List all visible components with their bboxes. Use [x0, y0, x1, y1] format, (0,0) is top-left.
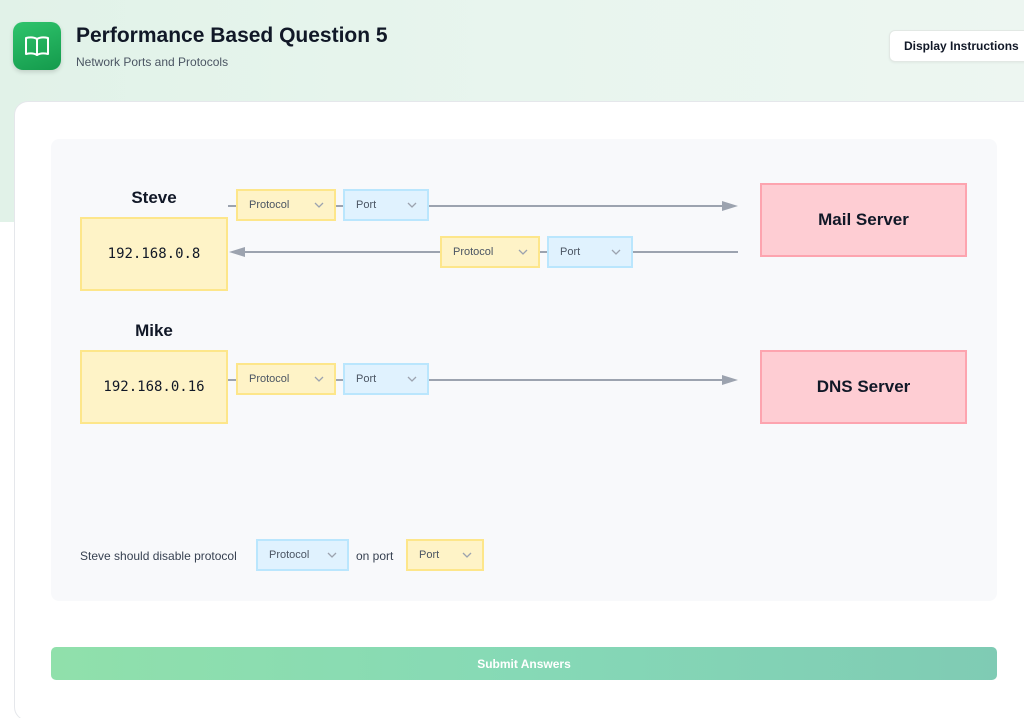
chevron-down-icon — [518, 249, 528, 255]
select-value: Port — [560, 246, 581, 258]
mail-to-steve-line — [244, 251, 441, 253]
chevron-down-icon — [314, 376, 324, 382]
select-value: Protocol — [249, 373, 290, 385]
connector-line — [633, 251, 738, 253]
disable-port-select[interactable]: Port — [406, 539, 484, 571]
page-subtitle: Network Ports and Protocols — [76, 55, 229, 69]
select-value: Port — [356, 199, 377, 211]
steve-outbound-port-select[interactable]: Port — [343, 189, 429, 221]
connector-line — [336, 205, 344, 207]
chevron-down-icon — [611, 249, 621, 255]
steve-label: Steve — [131, 188, 177, 207]
question-middle: on port — [356, 549, 394, 563]
select-value: Protocol — [269, 549, 310, 561]
connector-line — [228, 205, 238, 207]
steve-to-mail-line — [429, 205, 724, 207]
page-title: Performance Based Question 5 — [76, 24, 388, 47]
select-value: Port — [419, 549, 440, 561]
connector-line — [336, 379, 344, 381]
chevron-down-icon — [327, 552, 337, 558]
page-header: Performance Based Question 5 Network Por… — [0, 0, 1024, 100]
chevron-down-icon — [462, 552, 472, 558]
arrow-right-icon — [722, 201, 738, 211]
book-open-icon — [13, 22, 61, 70]
arrow-left-icon — [229, 247, 245, 257]
connector-line — [540, 251, 548, 253]
mike-outbound-port-select[interactable]: Port — [343, 363, 429, 395]
dns-server-box: DNS Server — [760, 350, 967, 424]
steve-inbound-protocol-select[interactable]: Protocol — [440, 236, 540, 268]
select-value: Port — [356, 373, 377, 385]
connector-line — [228, 379, 238, 381]
mike-to-dns-line — [429, 379, 724, 381]
submit-answers-button[interactable]: Submit Answers — [51, 647, 997, 680]
chevron-down-icon — [407, 376, 417, 382]
steve-outbound-protocol-select[interactable]: Protocol — [236, 189, 336, 221]
question-prefix: Steve should disable protocol — [80, 549, 237, 563]
chevron-down-icon — [407, 202, 417, 208]
select-value: Protocol — [453, 246, 494, 258]
steve-inbound-port-select[interactable]: Port — [547, 236, 633, 268]
steve-ip-box: 192.168.0.8 — [80, 217, 228, 291]
display-instructions-button[interactable]: Display Instructions — [889, 30, 1024, 62]
mike-label: Mike — [135, 321, 173, 340]
arrow-right-icon — [722, 375, 738, 385]
mike-ip-box: 192.168.0.16 — [80, 350, 228, 424]
select-value: Protocol — [249, 199, 290, 211]
chevron-down-icon — [314, 202, 324, 208]
mail-server-box: Mail Server — [760, 183, 967, 257]
mike-outbound-protocol-select[interactable]: Protocol — [236, 363, 336, 395]
disable-protocol-select[interactable]: Protocol — [256, 539, 349, 571]
